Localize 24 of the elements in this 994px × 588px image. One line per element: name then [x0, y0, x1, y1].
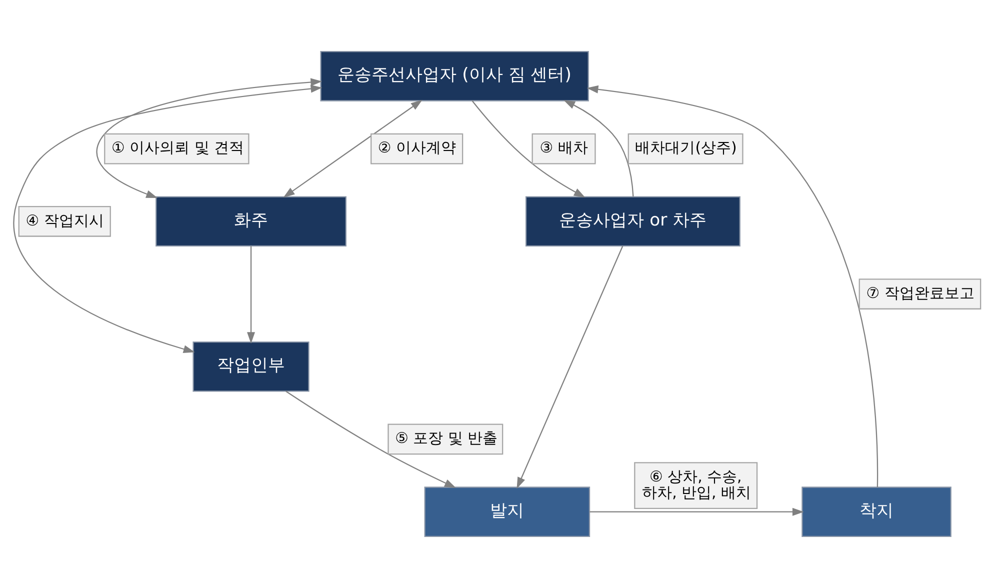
node-box: 발지: [424, 486, 590, 537]
edge-label: ⑤ 포장 및 반출: [395, 429, 498, 448]
node-box: 착지: [802, 486, 952, 537]
edge-label: ④ 작업지시: [26, 211, 104, 230]
node-box: 운송주선사업자 (이사 짐 센터): [320, 51, 589, 102]
arrow: [14, 84, 322, 353]
arrow: [286, 390, 456, 488]
edge-label: ① 이사의뢰 및 견적: [112, 138, 244, 157]
edge-label: ⑥ 상차, 수송, 하차, 반입, 배치: [642, 467, 752, 502]
node-box: 작업인부: [192, 341, 310, 392]
edge-label: ⑦ 작업완료보고: [866, 284, 974, 302]
node-box: 화주: [156, 196, 346, 247]
node-box: 운송사업자 or 차주: [525, 196, 740, 247]
arrow: [283, 100, 422, 198]
arrow: [586, 85, 878, 488]
arrow: [590, 508, 804, 516]
arrow: [96, 78, 322, 198]
edge-label: ② 이사계약: [378, 138, 456, 157]
edge-label: ③ 배차: [540, 138, 588, 157]
arrow: [516, 246, 624, 489]
arrow: [564, 100, 634, 197]
edge-label: 배차대기(상주): [635, 138, 737, 157]
arrow: [247, 246, 256, 344]
arrow: [472, 100, 586, 198]
